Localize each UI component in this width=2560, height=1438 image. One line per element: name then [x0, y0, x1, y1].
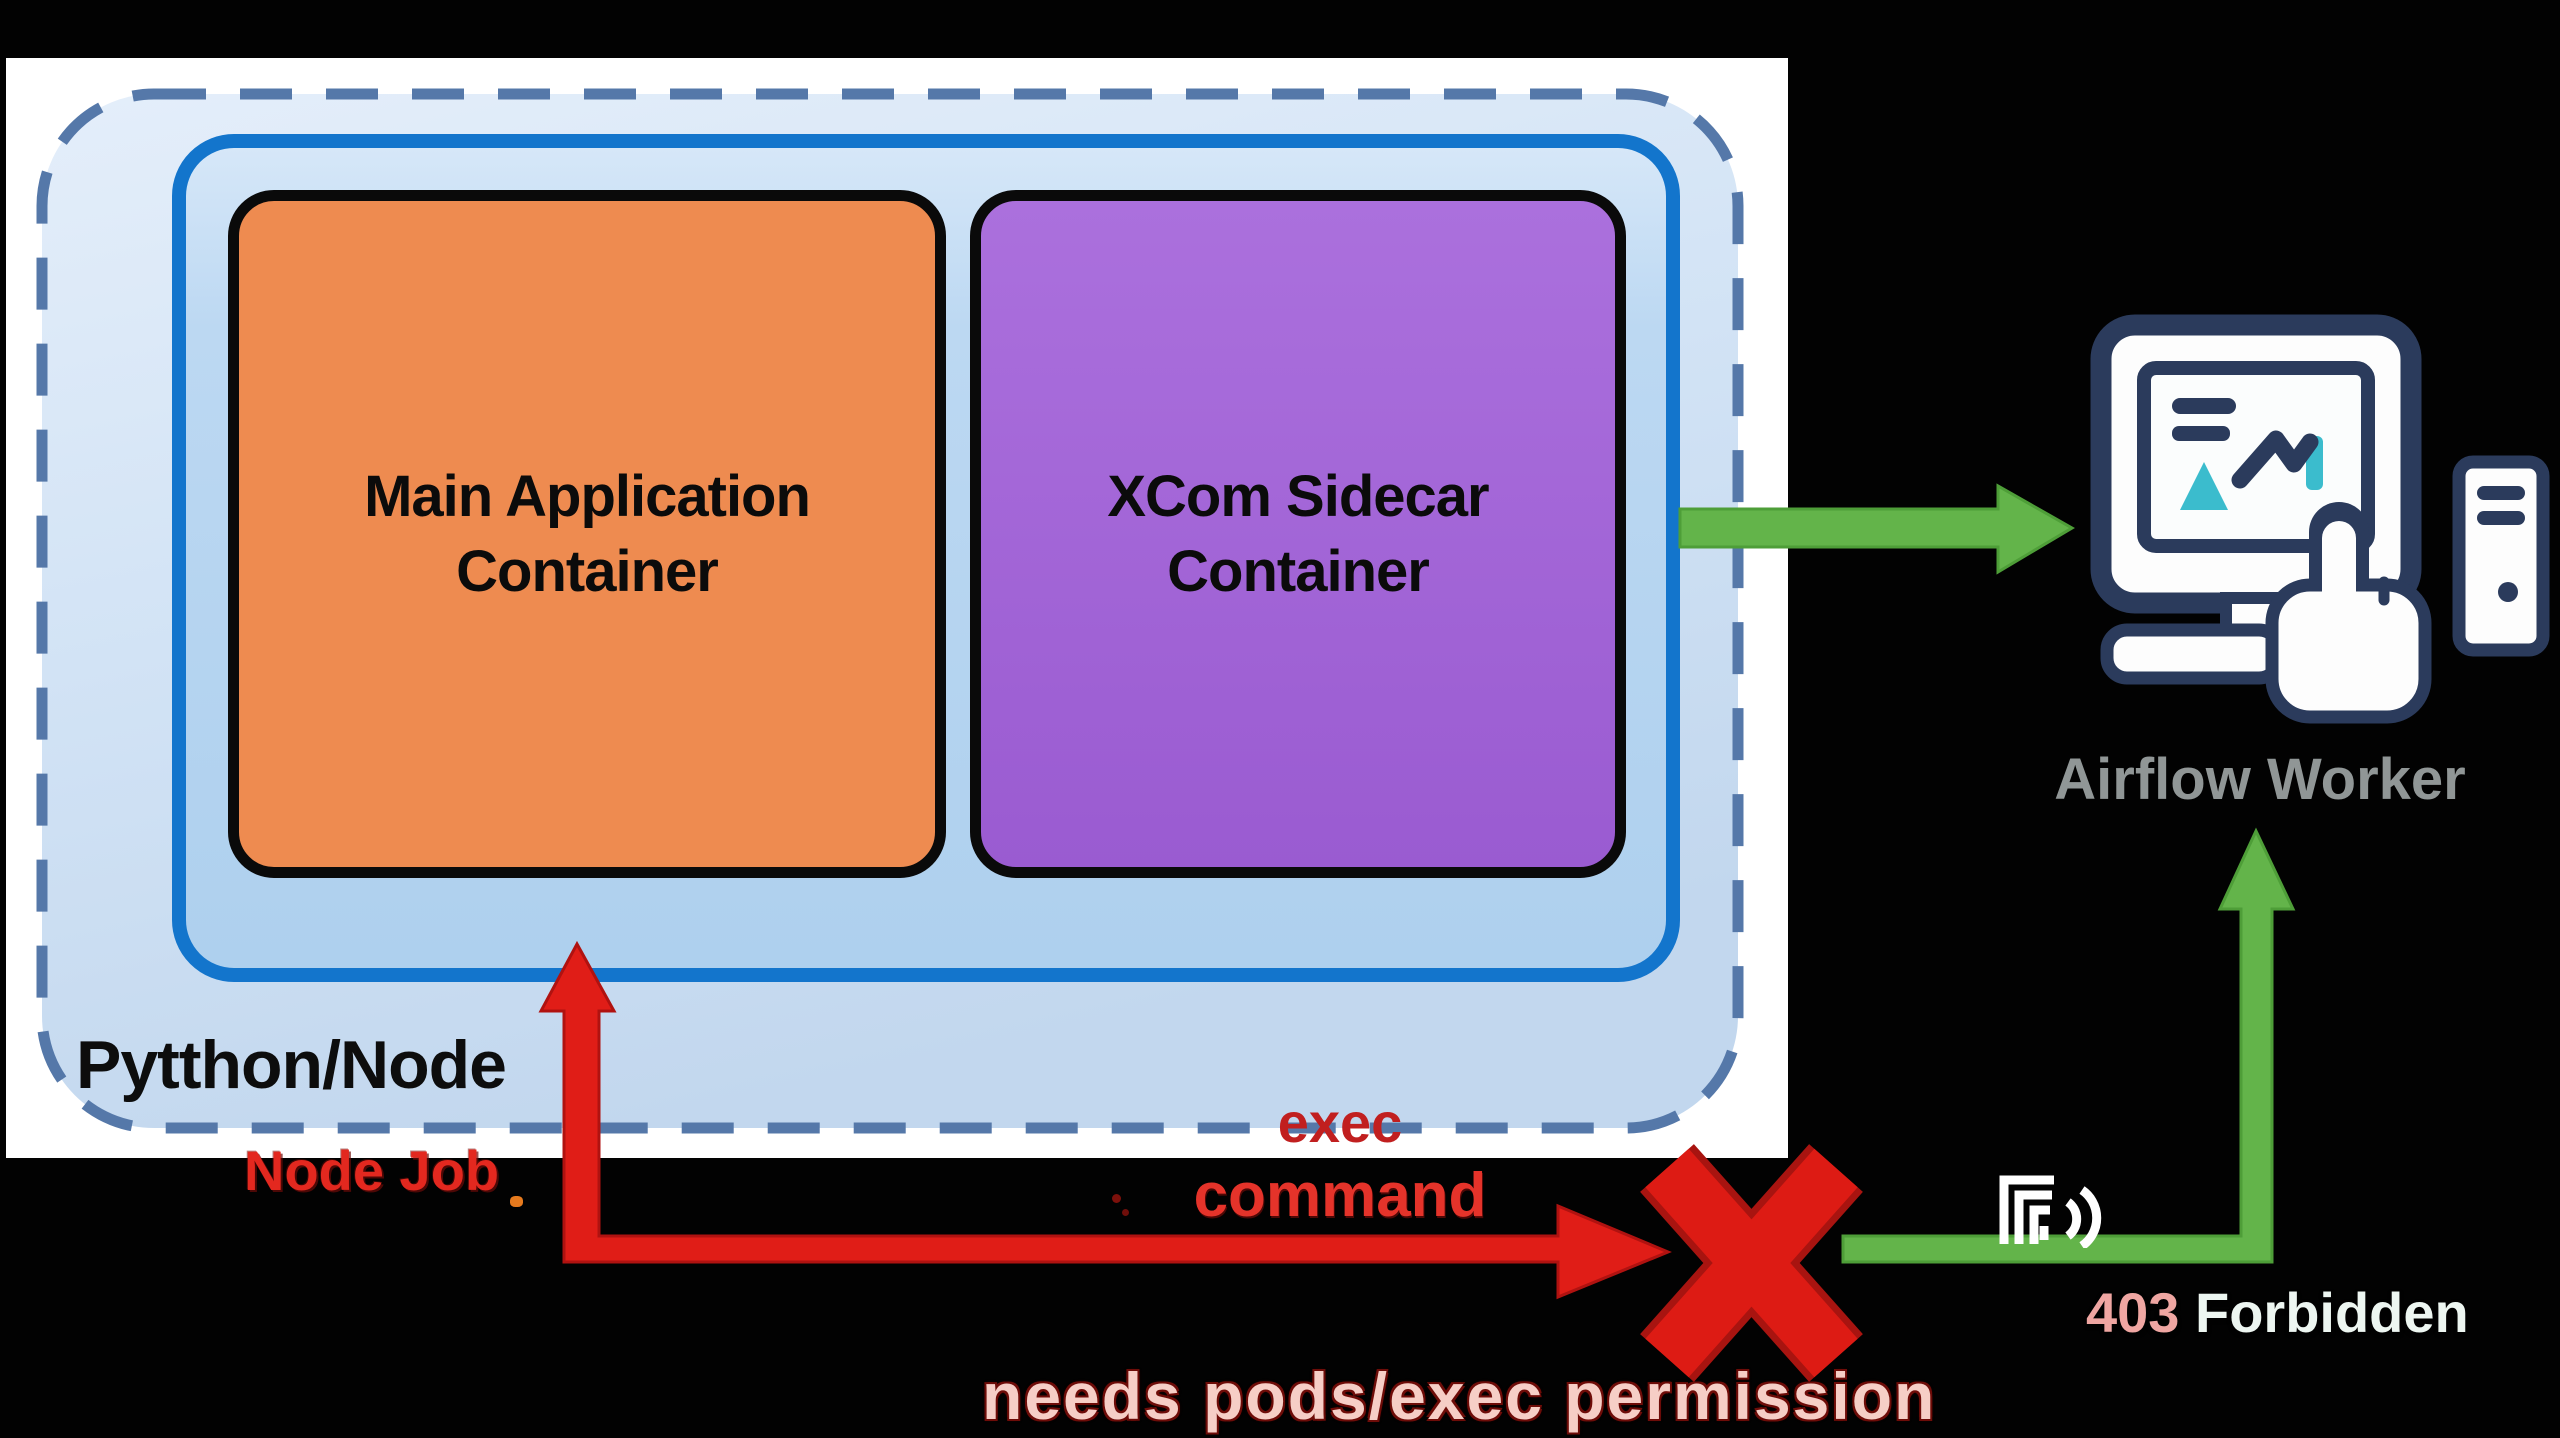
- monitor-stand-base: [2100, 623, 2286, 685]
- host-label: Pytthon/Node: [76, 1027, 507, 1103]
- node-job-label: Node Job: [244, 1139, 500, 1202]
- signal-waves-icon: [1999, 1175, 2102, 1248]
- main-application-container-box: Main Application Container: [228, 190, 946, 878]
- tower-power-dot: [2498, 582, 2518, 602]
- signal-wave-small: [2065, 1198, 2082, 1240]
- sidecar-container-label: XCom Sidecar Container: [1107, 463, 1489, 604]
- pointing-hand-icon: [2265, 502, 2432, 724]
- artifact-dot: [1122, 1209, 1129, 1216]
- screen-text-line-icon: [2172, 398, 2236, 414]
- tower-pc-icon: [2452, 455, 2550, 657]
- artifact-dot: [1112, 1194, 1121, 1203]
- screen-trend-line-icon: [2231, 430, 2319, 489]
- exec-command-label: exec command: [1150, 1095, 1530, 1227]
- screen-text-line-icon: [2172, 426, 2230, 441]
- tower-vent-line: [2477, 511, 2525, 525]
- tower-vent-line: [2477, 486, 2525, 500]
- forbidden-code: 403: [2086, 1281, 2180, 1344]
- exec-label-line2: command: [1193, 1161, 1487, 1230]
- airflow-worker-label: Airflow Worker: [2054, 747, 2466, 812]
- xcom-sidecar-container-box: XCom Sidecar Container: [970, 190, 1626, 878]
- signal-wave-large: [2079, 1186, 2102, 1248]
- permission-label: needs pods/exec permission: [982, 1359, 1937, 1433]
- main-container-label: Main Application Container: [364, 463, 811, 604]
- forbidden-word: Forbidden: [2195, 1281, 2469, 1344]
- exec-label-line1: exec: [1277, 1091, 1403, 1154]
- artifact-dot: [510, 1196, 523, 1207]
- airflow-worker-icon: [2090, 314, 2550, 724]
- forbidden-label: 403 Forbidden: [2086, 1280, 2469, 1345]
- screen-triangle-icon: [2180, 462, 2228, 510]
